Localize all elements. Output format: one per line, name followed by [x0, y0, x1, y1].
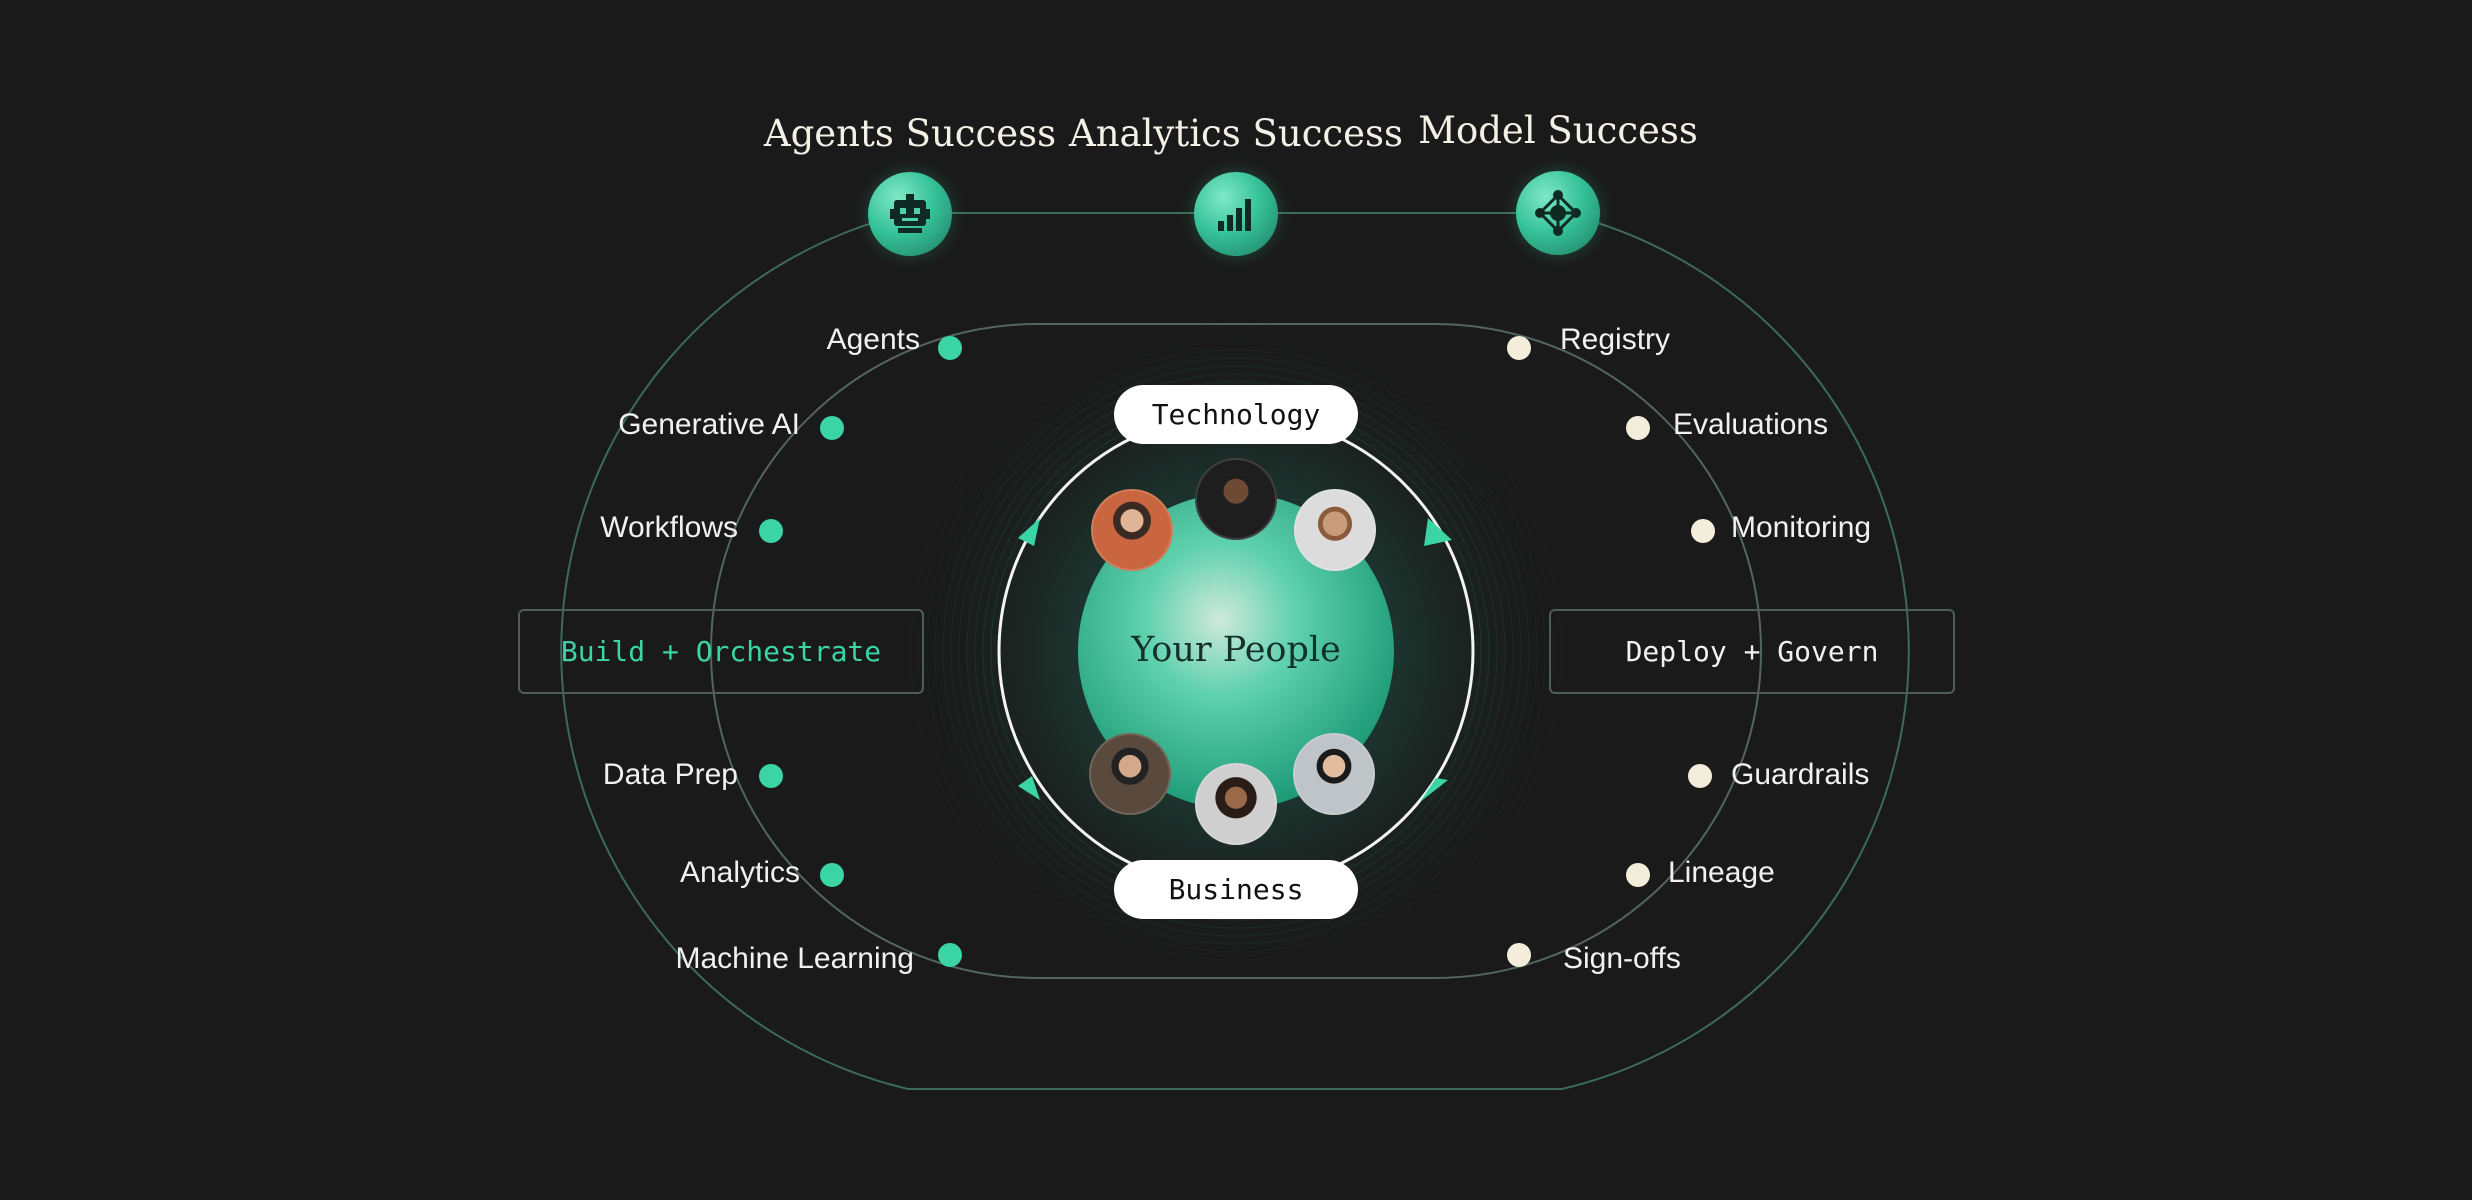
glow-rings: [918, 333, 1554, 969]
your-people-title: Your People: [1131, 630, 1341, 670]
outer-track: [560, 212, 1910, 1090]
track-dot-right: [1626, 863, 1650, 887]
left-item-data-prep: Data Prep: [602, 758, 738, 791]
robot-icon: [868, 172, 952, 256]
cycle-arrow-bottom-right: [1420, 778, 1448, 802]
right-item-guardrails: Guardrails: [1731, 758, 1870, 791]
business-pill: Business: [1114, 860, 1358, 919]
left-item-generative-ai: Generative AI: [618, 408, 800, 441]
track-dot-left: [820, 416, 844, 440]
success-title-analytics: Analytics Success: [1068, 112, 1404, 155]
track-dot-left: [820, 863, 844, 887]
glow-ring: [950, 365, 1522, 937]
track-dot-right: [1626, 416, 1650, 440]
track-dot-right: [1688, 764, 1712, 788]
right-item-evaluations: Evaluations: [1673, 408, 1829, 441]
cycle-arrow-top-left: [1018, 518, 1040, 546]
track-dots: [759, 336, 1715, 967]
right-item-registry: Registry: [1560, 323, 1671, 356]
success-title-agents: Agents Success: [763, 112, 1057, 155]
avatar: [1195, 458, 1277, 540]
people-core: [1078, 493, 1394, 809]
cycle-arrow-top-right: [1424, 518, 1452, 546]
build-orchestrate-box: Build + Orchestrate: [518, 609, 924, 694]
track-dot-right: [1691, 519, 1715, 543]
avatar: [1089, 733, 1171, 815]
avatar: [1293, 733, 1375, 815]
track-dot-left: [938, 336, 962, 360]
glow-ring: [926, 341, 1546, 961]
success-title-model: Model Success: [1418, 109, 1698, 152]
technology-pill: Technology: [1114, 385, 1358, 444]
avatar: [1294, 489, 1376, 571]
signal-bars-icon: [1194, 172, 1278, 256]
glow-ring: [966, 381, 1506, 921]
left-item-agents: Agents: [826, 323, 920, 356]
avatar: [1195, 763, 1277, 845]
right-item-sign-offs: Sign-offs: [1563, 942, 1681, 975]
glow-ring: [958, 373, 1514, 929]
track-dot-left: [759, 764, 783, 788]
inner-track: [710, 323, 1762, 979]
right-item-monitoring: Monitoring: [1731, 511, 1872, 544]
track-dot-right: [1507, 943, 1531, 967]
avatar: [1091, 489, 1173, 571]
glow-ring: [934, 349, 1538, 953]
cycle-arrow-bottom-left: [1018, 776, 1040, 800]
left-item-machine-learning: Machine Learning: [675, 942, 915, 975]
left-item-workflows: Workflows: [600, 511, 738, 544]
left-item-analytics: Analytics: [679, 856, 800, 889]
glow-ring: [918, 333, 1554, 969]
network-nodes-icon: [1516, 171, 1600, 255]
track-dot-right: [1507, 336, 1531, 360]
deploy-govern-box: Deploy + Govern: [1549, 609, 1955, 694]
right-item-lineage: Lineage: [1668, 856, 1775, 889]
track-dot-left: [759, 519, 783, 543]
track-dot-left: [938, 943, 962, 967]
glow-ring: [942, 357, 1530, 945]
